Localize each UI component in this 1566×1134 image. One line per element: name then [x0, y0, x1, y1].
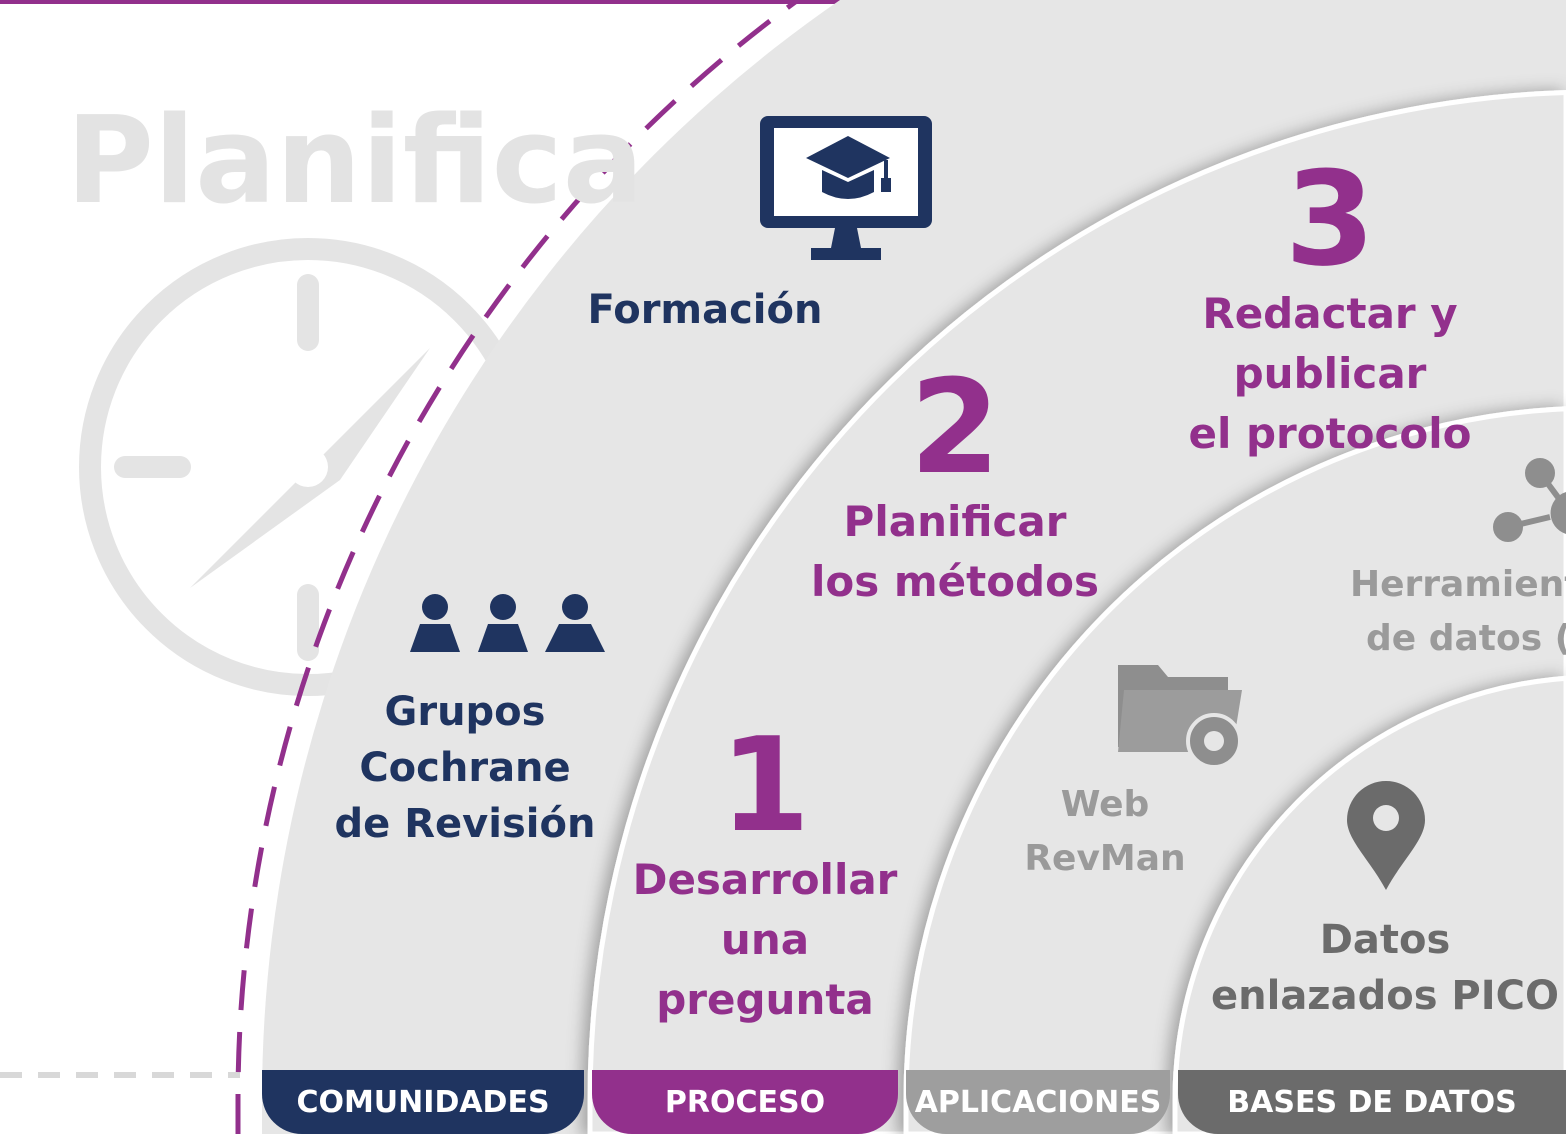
step-label: una	[720, 915, 810, 964]
step-1: 1 Desarrollar una pregunta	[620, 720, 910, 1030]
step-number: 3	[1284, 143, 1376, 295]
folder-gear-icon	[1118, 665, 1242, 769]
formacion-label: Formación	[587, 287, 823, 333]
revman-label: Web RevMan	[1000, 778, 1210, 886]
pico-line: enlazados PICO	[1211, 973, 1559, 1019]
herramientas-line: Herramient	[1350, 564, 1566, 605]
herramientas-label: Herramient de datos (L	[1350, 558, 1566, 666]
step-label: Desarrollar	[632, 855, 898, 904]
step-label: el protocolo	[1188, 409, 1472, 458]
step-number: 2	[909, 351, 1001, 503]
tab-bases-de-datos: BASES DE DATOS	[1178, 1070, 1566, 1134]
tab-comunidades: COMUNIDADES	[262, 1070, 584, 1134]
network-icon	[1493, 458, 1566, 542]
tab-proceso: PROCESO	[592, 1070, 898, 1134]
herramientas-line: de datos (L	[1366, 618, 1566, 659]
ring-bases	[1172, 675, 1566, 1134]
grupos-line: Cochrane	[359, 745, 571, 791]
step-label: pregunta	[656, 975, 874, 1024]
step-3: 3 Redactar y publicar el protocolo	[1110, 154, 1550, 464]
step-2: 2 Planificar los métodos	[800, 362, 1110, 612]
tab-aplicaciones: APLICACIONES	[906, 1070, 1170, 1134]
grupos-line: de Revisión	[334, 801, 596, 847]
revman-line: RevMan	[1024, 838, 1186, 879]
pico-label: Datos enlazados PICO	[1210, 912, 1560, 1024]
step-number: 1	[719, 709, 811, 861]
monitor-graduation-icon	[760, 116, 932, 260]
grupos-label: Grupos Cochrane de Revisión	[320, 684, 610, 852]
dashed-boundary	[235, 0, 800, 1134]
top-rule	[0, 0, 1566, 4]
step-label: Redactar y publicar	[1202, 289, 1458, 398]
grupos-line: Grupos	[384, 689, 546, 735]
step-label: Planificar	[843, 497, 1067, 546]
location-pin-icon	[1347, 781, 1425, 890]
page-title: Planifica	[66, 92, 644, 231]
step-label: los métodos	[811, 557, 1099, 606]
revman-line: Web	[1060, 784, 1150, 825]
people-icon	[410, 594, 605, 652]
pico-line: Datos	[1319, 917, 1451, 963]
